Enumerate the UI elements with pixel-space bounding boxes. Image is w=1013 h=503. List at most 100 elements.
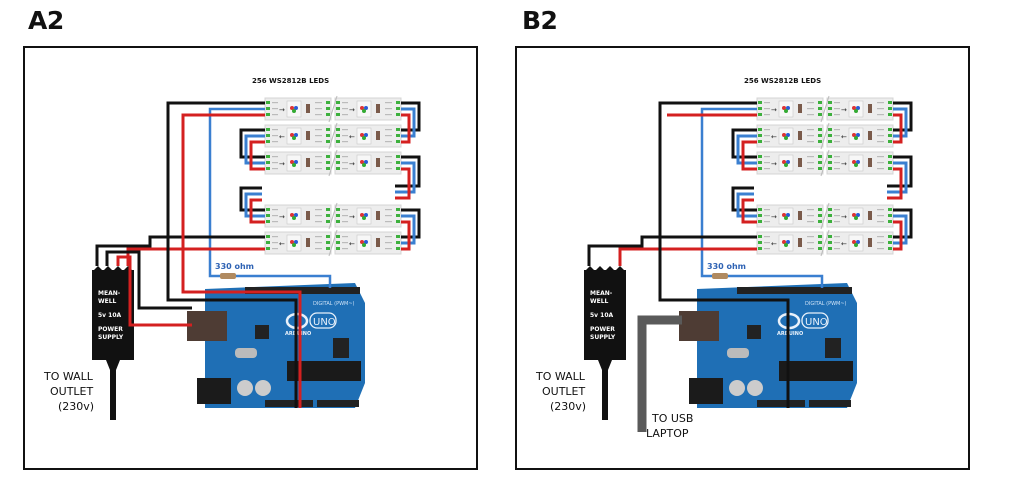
pin-label-mark <box>834 141 840 143</box>
wire-power <box>741 140 757 171</box>
digital-header-label: DIGITAL (PWM~) <box>313 301 355 307</box>
solder-pad <box>888 167 892 170</box>
pin-label-mark <box>807 221 814 223</box>
solder-pad <box>326 155 330 158</box>
led-red <box>290 106 294 110</box>
pin-label-mark <box>272 156 278 158</box>
panel-a2: 256 WS2812B LEDS→→←←→→→→←←DIGITAL (PWM~)… <box>23 46 478 470</box>
direction-arrow-icon: ← <box>841 240 847 248</box>
capacitor <box>376 211 380 220</box>
direction-arrow-icon: → <box>841 160 847 168</box>
icsp-header <box>825 338 841 358</box>
direction-arrow-icon: ← <box>349 240 355 248</box>
direction-arrow-icon: ← <box>771 240 777 248</box>
solder-pad <box>326 128 330 131</box>
solder-pad <box>758 128 762 131</box>
pin-label-mark <box>272 129 278 131</box>
solder-pad <box>266 140 270 143</box>
capacitor <box>237 380 253 396</box>
pin-label-mark <box>877 108 884 110</box>
led-strip-row: ←← <box>756 229 894 257</box>
solder-pad <box>336 161 340 164</box>
psu-label-line: SUPPLY <box>590 334 616 341</box>
solder-pad <box>758 214 762 217</box>
usb-laptop-label: LAPTOP <box>646 427 689 440</box>
pin-label-mark <box>385 242 392 244</box>
crystal <box>727 348 749 358</box>
led-red <box>852 106 856 110</box>
psu-terminal <box>114 266 122 270</box>
pin-label-mark <box>385 141 392 143</box>
pin-label-mark <box>272 135 278 137</box>
solder-pad <box>336 128 340 131</box>
led-blue <box>364 133 368 137</box>
solder-pad <box>266 235 270 238</box>
pin-label-mark <box>807 156 814 158</box>
led-green <box>784 243 788 247</box>
psu-body <box>584 270 626 360</box>
wire-power <box>893 113 903 144</box>
led-red <box>852 133 856 137</box>
solder-pad <box>758 167 762 170</box>
board-model-label: UNO <box>313 317 336 328</box>
solder-pad <box>828 134 832 137</box>
led-red <box>852 160 856 164</box>
direction-arrow-icon: → <box>771 106 777 114</box>
led-blue <box>786 133 790 137</box>
pin-label-mark <box>342 248 348 250</box>
wire-data-to-pin <box>728 274 824 288</box>
solder-pad <box>818 134 822 137</box>
capacitor <box>868 158 872 167</box>
pin-label-mark <box>385 135 392 137</box>
solder-pad <box>396 128 400 131</box>
psu-body <box>92 270 134 360</box>
pin-label-mark <box>385 221 392 223</box>
solder-pad <box>818 113 822 116</box>
pin-label-mark <box>764 108 770 110</box>
pin-label-mark <box>342 215 348 217</box>
led-strip-row: ←← <box>756 122 894 150</box>
pin-label-mark <box>764 248 770 250</box>
pin-label-mark <box>315 156 322 158</box>
strip-cut-mark <box>328 229 338 257</box>
psu-label-line: SUPPLY <box>98 334 124 341</box>
pin-label-mark <box>877 156 884 158</box>
direction-arrow-icon: → <box>349 213 355 221</box>
solder-pad <box>888 235 892 238</box>
pin-label-mark <box>877 162 884 164</box>
strip-cut-mark <box>820 229 830 257</box>
solder-pad <box>818 128 822 131</box>
capacitor <box>306 104 310 113</box>
solder-pad <box>818 235 822 238</box>
led-red <box>290 160 294 164</box>
solder-pad <box>326 167 330 170</box>
usb-b-jack <box>679 311 719 341</box>
pin-label-mark <box>834 114 840 116</box>
solder-pad <box>758 155 762 158</box>
led-green <box>854 109 858 113</box>
led-matrix-title: 256 WS2812B LEDS <box>252 77 329 85</box>
direction-arrow-icon: → <box>771 213 777 221</box>
pin-label-mark <box>385 108 392 110</box>
led-green <box>292 136 296 140</box>
pin-label-mark <box>315 108 322 110</box>
pin-label-mark <box>807 168 814 170</box>
led-blue <box>856 106 860 110</box>
solder-pad <box>888 128 892 131</box>
pin-label-mark <box>834 215 840 217</box>
dc-power-jack <box>197 378 231 404</box>
led-blue <box>294 160 298 164</box>
solder-pad <box>758 140 762 143</box>
panel-frame <box>515 46 970 470</box>
pin-label-mark <box>342 236 348 238</box>
solder-pad <box>758 208 762 211</box>
psu-terminal <box>606 266 614 270</box>
wire-power <box>887 167 903 200</box>
solder-pad <box>818 241 822 244</box>
solder-pad <box>758 235 762 238</box>
pin-label-mark <box>834 242 840 244</box>
pin-label-mark <box>315 102 322 104</box>
board-brand-label: ARDUINO <box>777 331 803 337</box>
direction-arrow-icon: → <box>771 160 777 168</box>
pin-label-mark <box>764 162 770 164</box>
